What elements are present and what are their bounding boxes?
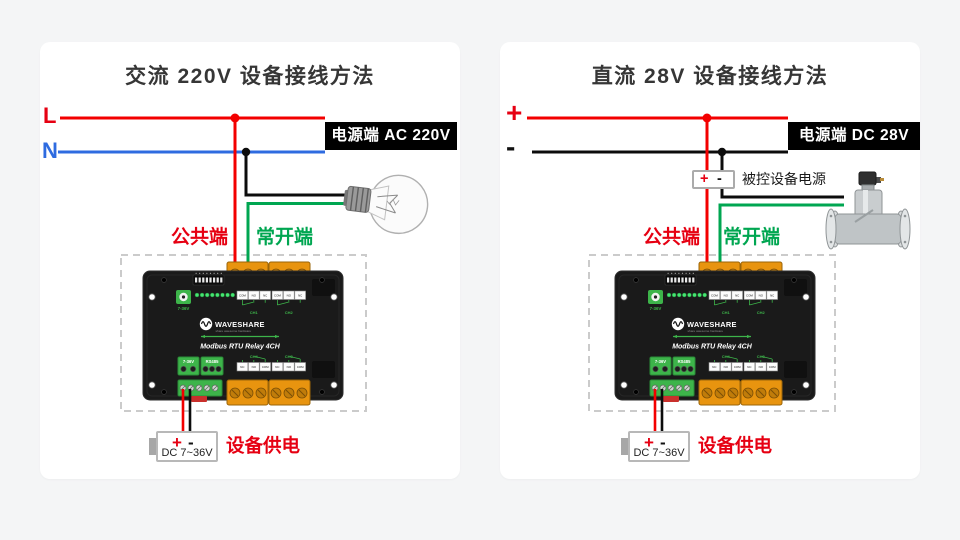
supply-connector-tab <box>149 438 157 455</box>
module-dashed-outline <box>588 254 836 412</box>
common-terminal-label: 公共端 <box>171 227 229 248</box>
load-power-box: + - <box>692 170 735 189</box>
positive-junction-dot <box>702 113 712 123</box>
supply-voltage-range: DC 7~36V <box>161 447 213 459</box>
normally-open-wire <box>718 203 844 274</box>
live-junction-dot <box>230 113 240 123</box>
negative-line-label: - <box>506 131 516 162</box>
device-supply-label: 设备供电 <box>226 435 301 456</box>
normally-open-terminal-label: 常开端 <box>256 227 314 248</box>
load-minus: - <box>717 171 722 187</box>
power-source-tag: 电源端 AC 220V <box>325 122 457 150</box>
negative-junction-dot <box>717 147 727 157</box>
solenoid-valve <box>825 171 911 250</box>
supply-connector-tab <box>621 438 629 455</box>
device-supply-label: 设备供电 <box>698 435 773 456</box>
supply-voltage-range: DC 7~36V <box>633 447 685 459</box>
supply-minus: - <box>188 433 194 452</box>
device-supply-box: + - DC 7~36V <box>156 431 218 462</box>
neutral-junction-dot <box>241 147 251 157</box>
device-supply-box: + - DC 7~36V <box>628 431 690 462</box>
ac-wiring-diagram <box>58 113 429 434</box>
load-return-wire <box>720 152 844 199</box>
dc-wiring-diagram <box>527 113 911 434</box>
normally-open-wire <box>246 202 351 274</box>
ac-220v-panel: 交流 220V 设备接线方法 L N 电源端 AC 220V 公共端 常开端 +… <box>40 42 460 479</box>
light-bulb <box>343 174 429 235</box>
dc-28v-panel: 直流 28V 设备接线方法 + - 电源端 DC 28V + - 被控设备电源 … <box>500 42 920 479</box>
normally-open-terminal-label: 常开端 <box>723 227 781 248</box>
common-terminal-label: 公共端 <box>643 227 701 248</box>
panel-title: 直流 28V 设备接线方法 <box>591 65 829 88</box>
supply-minus: - <box>660 433 666 452</box>
module-dashed-outline <box>120 254 367 412</box>
neutral-line-label: N <box>42 138 58 163</box>
load-plus: + <box>700 171 709 187</box>
panel-title: 交流 220V 设备接线方法 <box>125 65 375 88</box>
positive-line-label: + <box>506 97 523 128</box>
power-source-tag: 电源端 DC 28V <box>788 122 920 150</box>
supply-plus: + <box>172 433 182 452</box>
supply-plus: + <box>644 433 654 452</box>
live-line-label: L <box>43 103 57 128</box>
load-return-wire <box>244 152 351 197</box>
load-power-label: 被控设备电源 <box>742 171 826 187</box>
